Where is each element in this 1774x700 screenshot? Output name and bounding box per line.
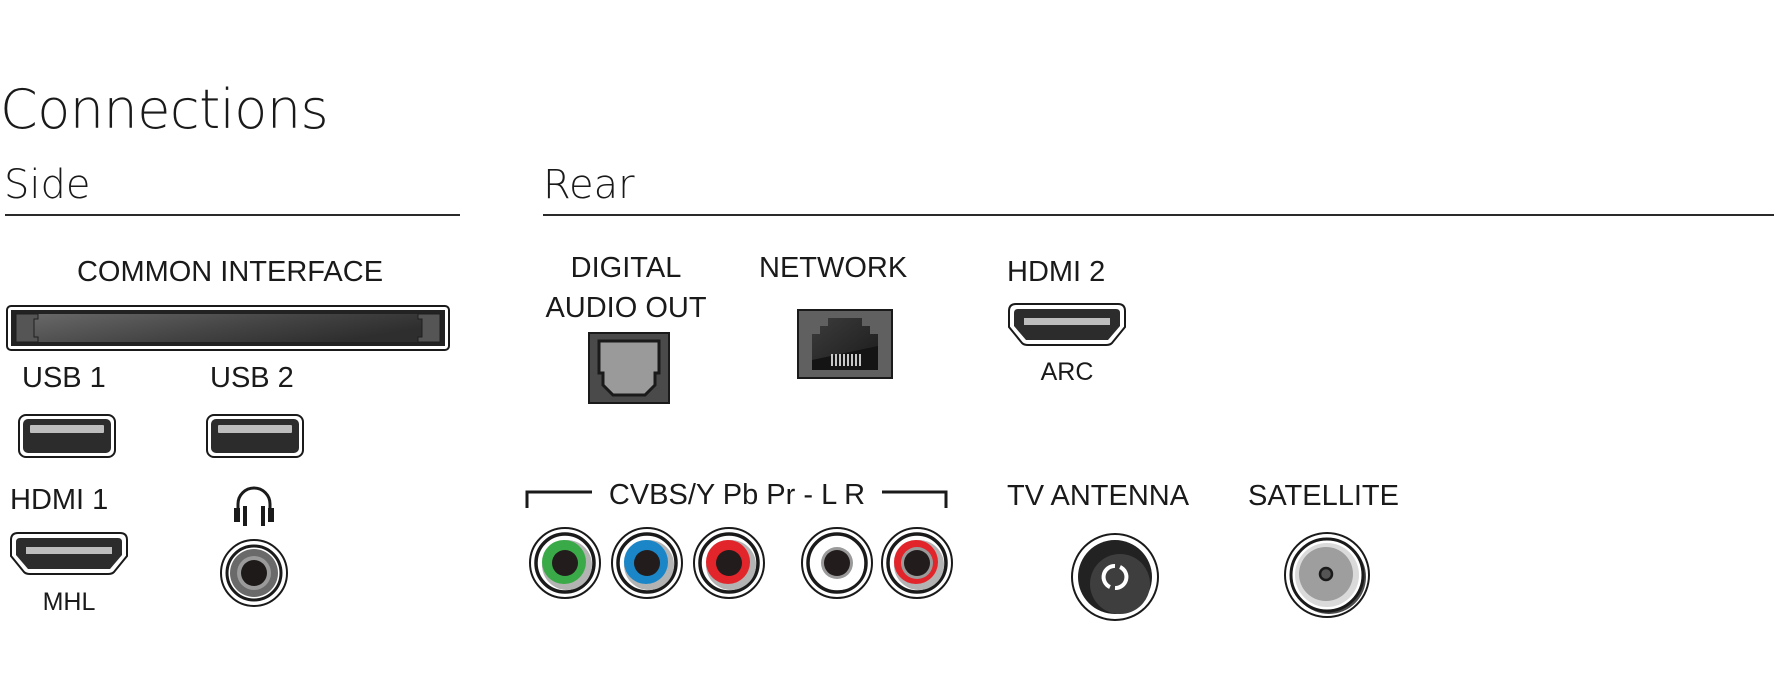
ethernet-port-icon[interactable] [797,309,893,379]
optical-port-icon[interactable] [588,332,670,404]
rca-jack-y[interactable] [528,526,602,600]
common-interface-label: COMMON INTERFACE [76,256,384,288]
rca-jack-l[interactable] [800,526,874,600]
usb2-port-icon[interactable] [206,414,304,458]
antenna-port-icon[interactable] [1070,532,1160,622]
section-heading-rear: Rear [543,162,635,208]
hdmi2-label: HDMI 2 [1007,256,1106,288]
av-group-bracket [525,490,948,508]
hdmi1-mhl-label: MHL [42,588,96,616]
satellite-port-icon[interactable] [1282,530,1372,620]
headphones-icon [234,486,274,526]
section-divider-side [5,214,460,216]
network-label: NETWORK [759,252,908,284]
usb1-label: USB 1 [22,362,106,394]
headphone-jack-icon[interactable] [219,538,289,608]
rca-jack-pr[interactable] [692,526,766,600]
section-divider-rear [543,214,1774,216]
digital-audio-out-label-line1: DIGITAL [570,252,682,284]
tv-antenna-label: TV ANTENNA [1007,480,1190,512]
rca-jack-pb[interactable] [610,526,684,600]
usb2-label: USB 2 [210,362,294,394]
digital-audio-out-label-line2: AUDIO OUT [545,292,707,324]
hdmi2-port-icon[interactable] [1008,303,1126,353]
hdmi1-label: HDMI 1 [10,484,109,516]
satellite-label: SATELLITE [1248,480,1399,512]
av-group-label: CVBS/Y Pb Pr - L R [608,479,866,511]
ci-slot-icon [6,305,450,351]
hdmi2-arc-label: ARC [1040,358,1094,386]
page-title: Connections [0,78,329,141]
hdmi1-port-icon[interactable] [10,532,128,582]
section-heading-side: Side [4,162,91,208]
usb1-port-icon[interactable] [18,414,116,458]
rca-jack-r[interactable] [880,526,954,600]
